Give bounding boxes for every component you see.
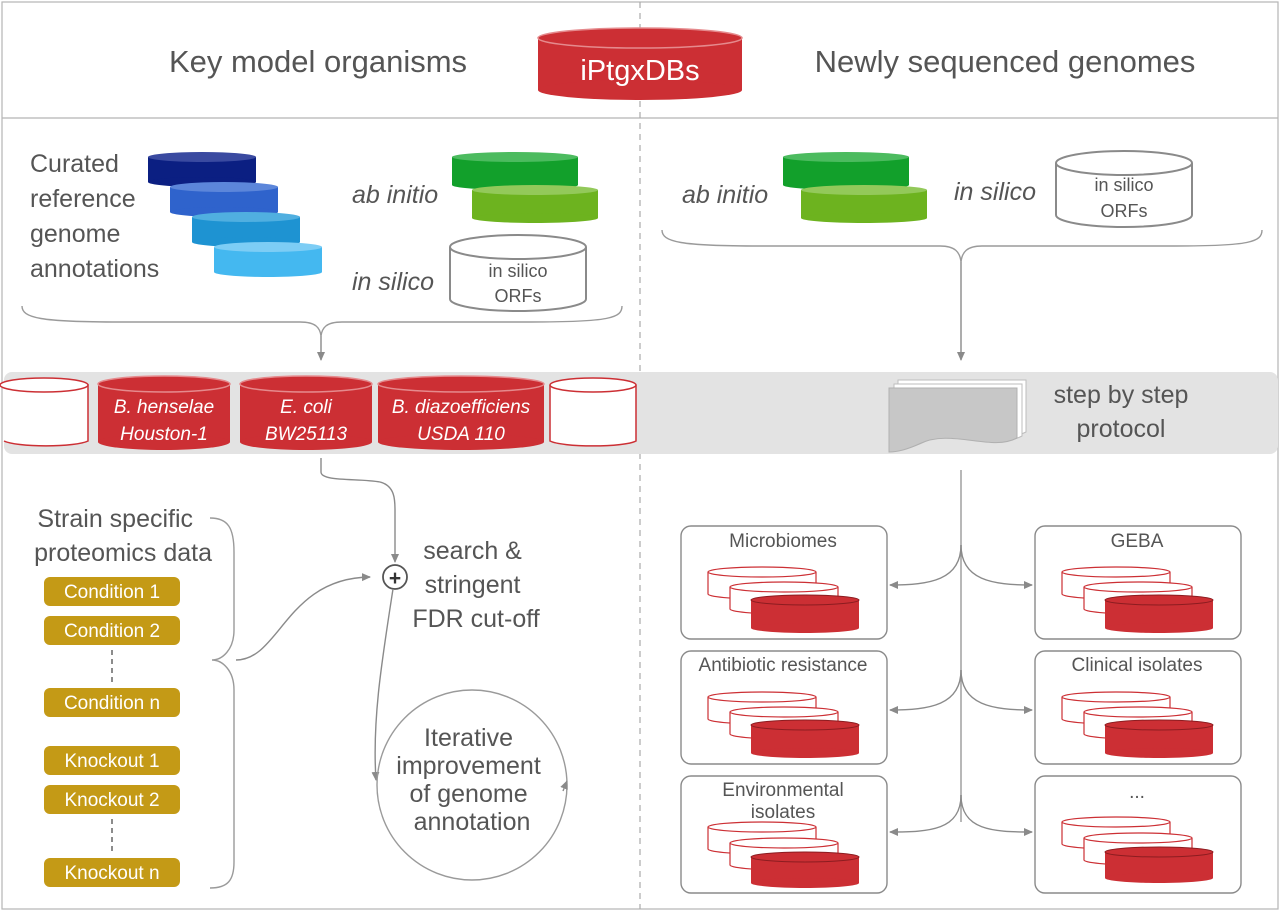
svg-text:isolates: isolates — [751, 802, 815, 823]
condition-n-badge: Condition n — [44, 688, 180, 717]
knockout-n-badge: Knockout n — [44, 858, 180, 887]
proteomics: Strain specific proteomics data Conditio… — [34, 505, 371, 889]
app-db-stack — [1061, 816, 1214, 883]
organism-db-to-search-arrow — [320, 458, 399, 563]
plus-symbol: + — [389, 567, 401, 590]
organism-db-e-coli: E. coli BW25113 — [239, 375, 373, 450]
search-label: search & stringent FDR cut-off — [412, 537, 539, 633]
partial-db-right — [549, 377, 637, 447]
svg-text:BW25113: BW25113 — [265, 424, 347, 445]
right-sources-brace — [661, 229, 1263, 263]
svg-text:B. henselae: B. henselae — [114, 397, 214, 418]
app-db-stack — [707, 691, 860, 758]
svg-text:in silico: in silico — [488, 261, 547, 281]
svg-text:Condition 2: Condition 2 — [64, 621, 160, 642]
knockout-2-badge: Knockout 2 — [44, 785, 180, 814]
organism-db-b-diazoefficiens: B. diazoefficiens USDA 110 — [377, 375, 545, 450]
svg-text:Houston-1: Houston-1 — [120, 424, 208, 445]
app-box-microbiomes: Microbiomes — [680, 525, 888, 640]
left-ab-initio-db-stack — [452, 152, 598, 223]
curated-db-1 — [148, 152, 256, 187]
right-ab-initio-db-2 — [801, 185, 927, 223]
svg-text:Condition n: Condition n — [64, 693, 160, 714]
curated-annotations-label: Curated reference genome annotations — [30, 150, 159, 283]
iterative-cycle: Iterative improvement of genome annotati… — [376, 689, 568, 881]
svg-text:Environmental: Environmental — [722, 780, 843, 801]
svg-text:USDA 110: USDA 110 — [417, 424, 505, 445]
svg-text:Condition 1: Condition 1 — [64, 582, 160, 603]
iterative-label: Iterative improvement of genome annotati… — [396, 724, 547, 836]
right-title: Newly sequenced genomes — [815, 44, 1196, 79]
application-boxes: Microbiomes GEBA — [680, 525, 1242, 894]
svg-text:in silico: in silico — [1094, 175, 1153, 195]
svg-text:E. coli: E. coli — [280, 397, 333, 418]
app-db-stack — [707, 566, 860, 633]
right-sources: ab initio in silico in silico ORFs — [661, 150, 1263, 361]
left-ab-initio-db-1 — [452, 152, 578, 190]
app-box-environmental-isolates: Environmental isolates — [680, 775, 888, 894]
proteomics-label: Strain specific proteomics data — [34, 505, 212, 567]
curated-db-2 — [170, 182, 278, 217]
curated-db-3 — [192, 212, 300, 247]
condition-2-badge: Condition 2 — [44, 616, 180, 645]
app-box-more: ... — [1034, 775, 1242, 894]
protocol-label-line-2: protocol — [1077, 415, 1166, 443]
right-ab-initio-db-1 — [783, 152, 909, 190]
iterative-cycle-arrow — [560, 780, 568, 792]
right-in-silico-label: in silico — [954, 178, 1036, 206]
condition-1-badge: Condition 1 — [44, 577, 180, 606]
right-orfs-db: in silico ORFs — [1055, 150, 1193, 228]
svg-text:Knockout n: Knockout n — [64, 863, 159, 884]
app-db-stack — [707, 821, 860, 888]
svg-text:Microbiomes: Microbiomes — [729, 531, 837, 552]
header: Key model organisms Newly sequenced geno… — [169, 27, 1196, 100]
svg-text:...: ... — [1129, 782, 1145, 803]
svg-text:Knockout 1: Knockout 1 — [64, 751, 159, 772]
protocol-document-icon — [888, 379, 1027, 453]
svg-text:Clinical isolates: Clinical isolates — [1072, 655, 1203, 676]
organism-db-b-henselae: B. henselae Houston-1 — [97, 375, 231, 450]
curated-db-stack — [148, 152, 322, 277]
protocol-label-line-1: step by step — [1054, 381, 1189, 409]
app-db-stack — [1061, 691, 1214, 758]
left-title: Key model organisms — [169, 44, 467, 79]
svg-text:ORFs: ORFs — [495, 286, 542, 306]
app-db-stack — [1061, 566, 1214, 633]
left-in-silico-label: in silico — [352, 268, 434, 296]
proteomics-brace — [209, 517, 235, 889]
distribution-arrows — [889, 470, 1033, 836]
organism-db-row: B. henselae Houston-1 E. coli BW25113 B.… — [0, 375, 637, 450]
svg-text:B. diazoefficiens: B. diazoefficiens — [392, 397, 531, 418]
right-ab-initio-db-stack — [783, 152, 927, 223]
plus-combine-icon — [382, 564, 408, 590]
left-sources: Curated reference genome annotations — [21, 150, 623, 361]
protocol: step by step protocol — [888, 379, 1189, 453]
proteomics-to-search-arrow — [235, 573, 371, 661]
partial-db-left — [0, 377, 89, 447]
svg-text:Antibiotic resistance: Antibiotic resistance — [699, 655, 868, 676]
knockout-1-badge: Knockout 1 — [44, 746, 180, 775]
app-box-antibiotic-resistance: Antibiotic resistance — [680, 650, 888, 765]
svg-text:GEBA: GEBA — [1111, 531, 1164, 552]
curated-db-4 — [214, 242, 322, 277]
center-db: iPtgxDBs — [537, 27, 743, 100]
svg-text:ORFs: ORFs — [1101, 201, 1148, 221]
search-to-iterative-arrow — [371, 588, 394, 781]
left-ab-initio-label: ab initio — [352, 181, 438, 209]
left-orfs-db: in silico ORFs — [449, 234, 587, 312]
app-box-geba: GEBA — [1034, 525, 1242, 640]
right-ab-initio-label: ab initio — [682, 181, 768, 209]
svg-text:Knockout 2: Knockout 2 — [64, 790, 159, 811]
center-db-label: iPtgxDBs — [580, 55, 699, 87]
search-step: + search & stringent FDR cut-off — [320, 458, 540, 781]
app-box-clinical-isolates: Clinical isolates — [1034, 650, 1242, 765]
left-ab-initio-db-2 — [472, 185, 598, 223]
